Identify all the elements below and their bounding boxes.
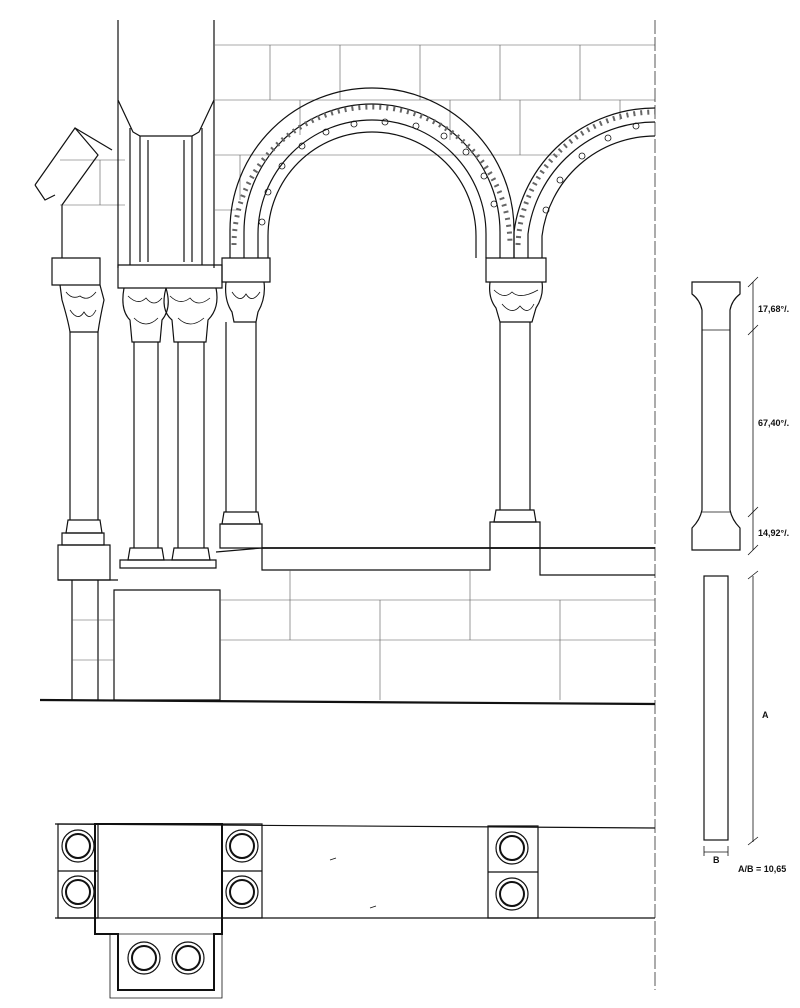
base-proportion-label: 14,92°/. [758, 528, 789, 538]
arch-studs [258, 118, 640, 226]
column-left-engaged [51, 257, 111, 581]
ratio-label: A/B = 10,65 [738, 864, 786, 874]
main-arch [229, 87, 515, 258]
isolated-column [485, 257, 547, 549]
column-proportion-diagram: 17,68°/. 67,40°/. 14,92°/. A B A/B = 10,… [691, 276, 789, 874]
plan-column-rings [61, 829, 529, 975]
central-pier [117, 20, 215, 268]
shaft-proportion-label: 67,40°/. [758, 418, 789, 428]
shaft-rectangle [703, 575, 729, 841]
left-arch-fragment [34, 127, 113, 258]
width-label: B [713, 855, 720, 865]
plan-view [54, 823, 656, 999]
column-profile [691, 281, 741, 551]
stylobate-wall [39, 547, 656, 706]
column-right-of-pier [219, 257, 271, 549]
capital-proportion-label: 17,68°/. [758, 304, 789, 314]
upper-wall-masonry [60, 44, 655, 211]
height-label: A [762, 710, 769, 720]
twin-columns [117, 264, 223, 569]
second-arch [513, 107, 656, 258]
elevation-view [34, 20, 656, 990]
